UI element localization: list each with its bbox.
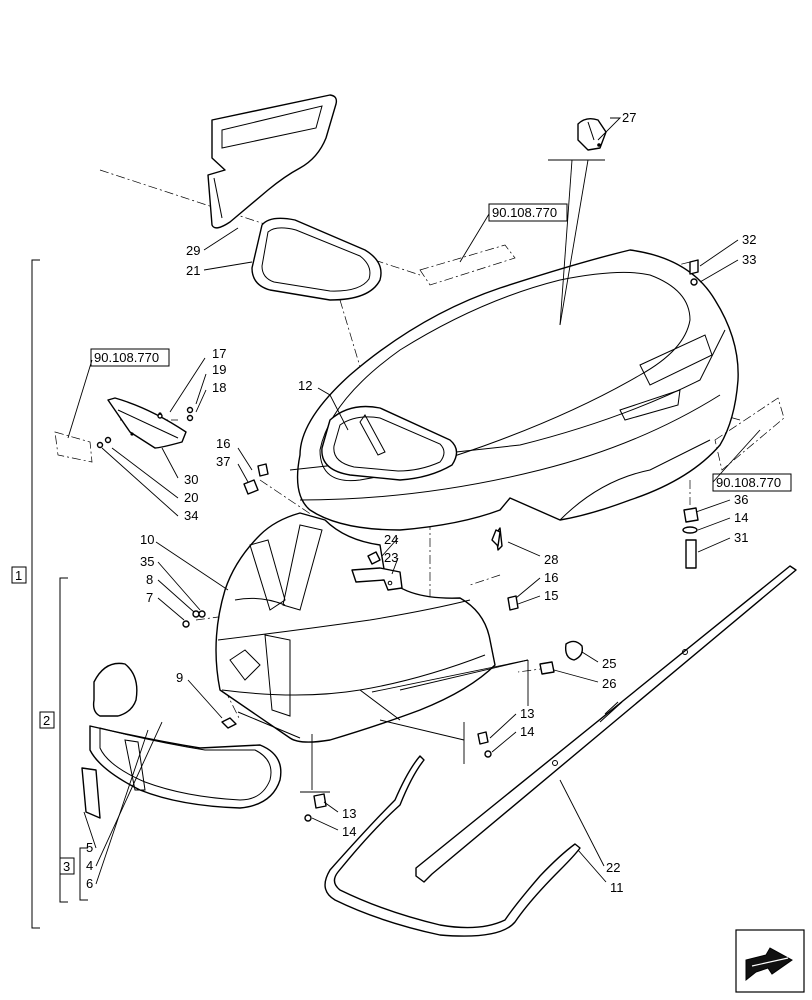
callout-20: 20 — [184, 490, 198, 505]
callout-4: 4 — [86, 858, 93, 873]
group-bracket-3: 3 — [59, 847, 88, 901]
callout-19: 19 — [212, 362, 226, 377]
callout-6: 6 — [86, 876, 93, 891]
decal-outline-top — [419, 244, 516, 286]
callout-33: 33 — [742, 252, 756, 267]
callout-28: 28 — [544, 552, 558, 567]
callout-16a: 16 — [216, 436, 230, 451]
ref-text-right: 90.108.770 — [716, 475, 781, 490]
callout-1: 1 — [15, 568, 22, 583]
part-9-clip — [221, 717, 237, 729]
group-bracket-2: 2 — [39, 577, 68, 903]
callout-24: 24 — [384, 532, 398, 547]
part-28-pin — [491, 529, 501, 547]
part-12-hood — [289, 249, 739, 531]
part-4-headlamp-bezel — [89, 662, 282, 809]
callouts: 27 29 21 32 33 12 17 19 18 30 20 34 16 3… — [83, 110, 756, 895]
callout-27: 27 — [622, 110, 636, 125]
callout-18: 18 — [212, 380, 226, 395]
ref-text-left: 90.108.770 — [94, 350, 159, 365]
callout-31: 31 — [734, 530, 748, 545]
callout-8: 8 — [146, 572, 153, 587]
callout-26: 26 — [602, 676, 616, 691]
callout-32: 32 — [742, 232, 756, 247]
callout-16b: 16 — [544, 570, 558, 585]
callout-14b: 14 — [520, 724, 534, 739]
callout-10: 10 — [140, 532, 154, 547]
callout-21: 21 — [186, 263, 200, 278]
callout-22: 22 — [606, 860, 620, 875]
callout-11: 11 — [610, 880, 624, 895]
group-bracket-1: 1 — [11, 259, 40, 929]
fasteners — [96, 259, 699, 822]
part-29-side-decal — [207, 94, 338, 229]
callout-35: 35 — [140, 554, 154, 569]
callout-2: 2 — [43, 713, 50, 728]
callout-12: 12 — [298, 378, 312, 393]
ref-box-right: 90.108.770 — [712, 429, 792, 492]
part-5-lens — [81, 767, 101, 819]
callout-23: 23 — [384, 550, 398, 565]
arrow-icon[interactable] — [735, 929, 805, 993]
callout-36: 36 — [734, 492, 748, 507]
callout-15: 15 — [544, 588, 558, 603]
decal-outline-left — [54, 431, 93, 463]
ref-box-top: 90.108.770 — [459, 203, 568, 263]
part-10-grille-housing — [215, 512, 496, 743]
part-21-window-seal — [251, 217, 382, 301]
callout-9: 9 — [176, 670, 183, 685]
callout-34: 34 — [184, 508, 198, 523]
callout-7: 7 — [146, 590, 153, 605]
ref-box-left: 90.108.770 — [67, 348, 170, 439]
part-11-edge-seal — [324, 755, 581, 937]
part-24-screw — [367, 551, 381, 565]
callout-25: 25 — [602, 656, 616, 671]
callout-29: 29 — [186, 243, 200, 258]
part-30-front-trim — [107, 397, 187, 449]
callout-14a: 14 — [734, 510, 748, 525]
callout-3: 3 — [63, 859, 70, 874]
callout-37: 37 — [216, 454, 230, 469]
callout-13b: 13 — [342, 806, 356, 821]
callout-30: 30 — [184, 472, 198, 487]
part-22-strip — [415, 565, 797, 883]
part-23-bracket — [351, 567, 403, 591]
callout-14c: 14 — [342, 824, 356, 839]
decal-outline-right — [714, 397, 785, 471]
part-27-latch — [577, 117, 607, 151]
callout-5: 5 — [86, 840, 93, 855]
ref-text-top: 90.108.770 — [492, 205, 557, 220]
callout-13a: 13 — [520, 706, 534, 721]
callout-17: 17 — [212, 346, 226, 361]
